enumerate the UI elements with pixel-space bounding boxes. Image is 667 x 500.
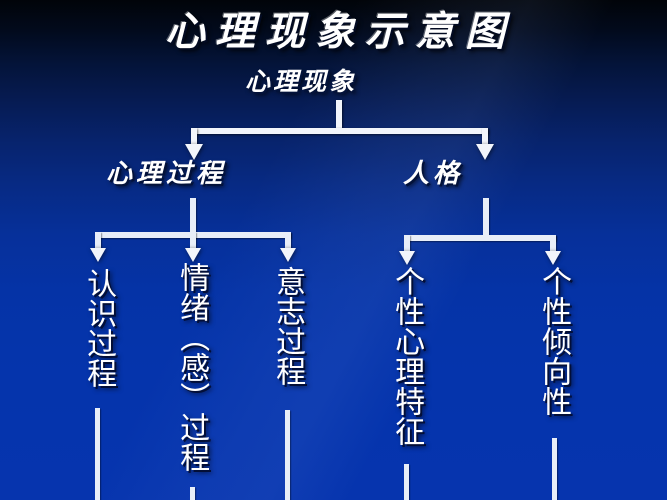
diagram-node-personality-tendency: 个性倾向性 [536,266,572,416]
connector-root-bus [191,128,488,134]
arrow-down-icon-to-personality [476,144,494,160]
arrow-down-icon-personality-tendency [545,251,561,265]
connector-emotion-tail [190,487,195,500]
diagram-node-cognition-process: 认识过程 [81,268,117,388]
connector-process-drop-2 [190,232,196,250]
connector-root-stem [336,100,342,132]
connector-personality-tendency-tail [552,438,557,500]
connector-personality-traits-tail [404,464,409,500]
connector-personality-bus [404,235,556,241]
diagram-node-root: 心理现象 [245,67,358,96]
connector-personality-drop-1 [404,235,410,253]
connector-personality-stem [483,198,489,238]
connector-will-tail [285,410,290,500]
connector-personality-drop-2 [550,235,556,253]
arrow-down-icon-emotion [185,248,201,262]
page-title: 心理现象示意图 [165,9,515,55]
connector-process-drop-1 [95,232,101,250]
diagram-node-personality-traits: 个性心理特征 [389,266,425,446]
arrow-down-icon-will [280,248,296,262]
diagram-node-will-process: 意志过程 [270,266,306,386]
connector-cognition-tail [95,408,100,500]
diagram-node-personality: 人格 [403,159,464,189]
diagram-node-emotion-process: 情绪（感）过程 [174,262,210,472]
diagram-node-psychological-process: 心理过程 [106,159,227,189]
arrow-down-icon-cognition [90,248,106,262]
arrow-down-icon-to-process [185,144,203,160]
arrow-down-icon-personality-traits [399,251,415,265]
connector-process-stem [190,198,196,238]
connector-root-drop-left [191,128,197,146]
connector-root-drop-right [482,128,488,146]
connector-process-drop-3 [285,232,291,250]
